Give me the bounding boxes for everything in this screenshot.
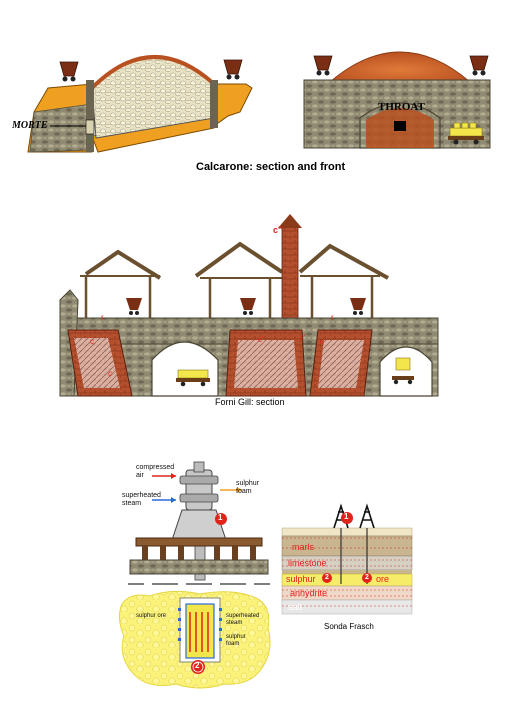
- layer-label: limestone: [288, 558, 327, 568]
- mine-cart-icon: [126, 298, 142, 315]
- layer-label: salt: [288, 602, 303, 612]
- sulphur-cart-icon: [392, 357, 414, 385]
- badge-2-well-text: 2: [195, 661, 200, 670]
- layer-label: ore: [376, 574, 390, 584]
- calcarone-section: [27, 55, 253, 153]
- morte-label: MORTE: [12, 120, 48, 131]
- gill-mark: c: [90, 337, 94, 346]
- mine-cart-icon: [223, 59, 243, 80]
- inner-steam-label: superheated steam: [226, 613, 260, 626]
- frasch-caption: Sonda Frasch: [324, 622, 374, 631]
- layer-label: marls: [292, 542, 314, 552]
- badge-1-well: [215, 513, 227, 525]
- throat-opening: [394, 121, 406, 131]
- compressed-air-label: compressed air: [136, 464, 175, 479]
- superheated-steam-label: superheated steam: [122, 492, 161, 507]
- gill-chimney: [281, 223, 299, 321]
- gill-mark: c: [108, 369, 112, 378]
- drilling-deck: [135, 537, 263, 547]
- calcarone-caption: Calcarone: section and front: [196, 161, 346, 173]
- inner-foam-label: sulphur foam: [226, 634, 246, 647]
- gill-mark: r: [331, 313, 334, 322]
- layer-label: sulphur: [286, 574, 316, 584]
- badge-1-well-text: 1: [218, 513, 223, 522]
- sulphur-cart-icon: [176, 369, 210, 387]
- gill-caption: Forni Gill: section: [215, 397, 285, 407]
- gill-cell-center: [225, 329, 307, 397]
- roof-truss-right: [298, 243, 389, 280]
- badge-2a-section-text: 2: [325, 574, 329, 581]
- layer-salt: [281, 599, 413, 615]
- badge-1-section-text: 1: [344, 512, 349, 521]
- badge-2-well: [191, 660, 205, 674]
- gill-mark: r: [101, 313, 104, 322]
- sulphur-cart-icon: [448, 122, 484, 145]
- calcarone-wall-right: [210, 80, 218, 128]
- derrick-icon: [359, 503, 375, 529]
- mine-cart-icon: [350, 298, 366, 315]
- mine-cart-icon: [469, 55, 489, 76]
- badge-1-section: [341, 512, 353, 524]
- calcarone-wall-left: [86, 80, 94, 152]
- roof-truss-left: [84, 249, 162, 280]
- roof-truss-mid: [194, 241, 284, 278]
- gill-cell-right: [309, 329, 373, 397]
- calcarone-dome: [328, 51, 472, 83]
- gill-cell-left: [67, 329, 133, 397]
- forni-gill-section: [59, 214, 439, 397]
- gill-mark: c': [258, 335, 264, 344]
- frasch-geologic-section: [281, 503, 413, 615]
- frasch-well: [118, 461, 271, 689]
- layer-label: anhydrite: [290, 588, 328, 598]
- gill-mark: c: [320, 337, 324, 346]
- mine-cart-icon: [59, 61, 79, 82]
- mine-cart-icon: [313, 55, 333, 76]
- badge-2b-section-text: 2: [365, 574, 369, 581]
- chimney-label: c": [273, 225, 283, 235]
- badge-2b-section: [362, 573, 372, 583]
- gill-arch-right: [379, 346, 433, 397]
- mine-cart-icon: [240, 298, 256, 315]
- sulphur-ore-label: sulphur ore: [136, 613, 167, 619]
- sulphur-foam-label: sulphur foam: [236, 480, 259, 495]
- badge-2a-section: [322, 573, 332, 583]
- gill-mark: c': [300, 333, 306, 342]
- calcarone-front: [303, 51, 491, 149]
- throat-label: THROAT: [378, 101, 425, 113]
